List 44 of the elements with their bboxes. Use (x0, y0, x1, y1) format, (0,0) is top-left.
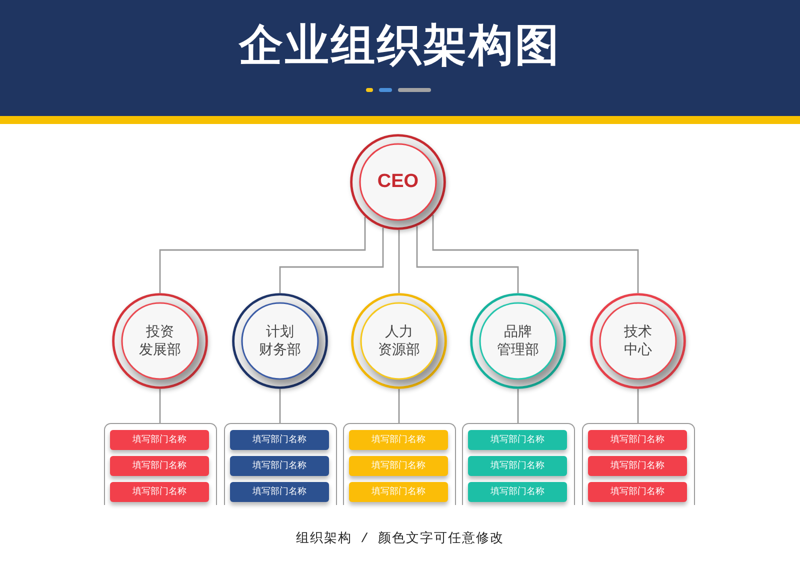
unit-box: 填写部门名称 (349, 482, 448, 502)
caption: 组织架构 / 颜色文字可任意修改 (296, 530, 504, 548)
department-label: 计划财务部 (259, 323, 301, 359)
ceo-label: CEO (377, 171, 419, 193)
unit-box: 填写部门名称 (349, 430, 448, 450)
department-circle (590, 293, 686, 389)
group-frame (224, 423, 336, 505)
unit-box: 填写部门名称 (468, 430, 567, 450)
unit-box: 填写部门名称 (468, 482, 567, 502)
unit-box: 填写部门名称 (588, 482, 687, 502)
unit-box: 填写部门名称 (349, 456, 448, 476)
department-circle (232, 293, 328, 389)
unit-box: 填写部门名称 (110, 456, 209, 476)
unit-box: 填写部门名称 (230, 482, 329, 502)
connector-line (517, 389, 519, 423)
group-frame (582, 423, 694, 505)
connector-line (416, 226, 519, 293)
department-circle (351, 293, 447, 389)
unit-box: 填写部门名称 (110, 430, 209, 450)
department-circle (470, 293, 566, 389)
department-label: 技术中心 (624, 323, 652, 359)
connector-line (637, 389, 639, 423)
department-circle (112, 293, 208, 389)
unit-box: 填写部门名称 (230, 430, 329, 450)
connector-line (432, 214, 639, 293)
group-frame (462, 423, 574, 505)
group-frame (342, 423, 456, 505)
unit-box: 填写部门名称 (588, 456, 687, 476)
department-label: 品牌管理部 (497, 323, 539, 359)
group-frame (104, 423, 216, 505)
connector-line (159, 216, 366, 293)
connector-line (398, 389, 400, 423)
unit-box: 填写部门名称 (110, 482, 209, 502)
diagram-title: 企业组织架构图 (239, 19, 561, 73)
unit-box: 填写部门名称 (588, 430, 687, 450)
unit-box: 填写部门名称 (468, 456, 567, 476)
department-label: 人力资源部 (378, 323, 420, 359)
connector-line (398, 230, 400, 293)
unit-box: 填写部门名称 (230, 456, 329, 476)
connector-line (159, 389, 161, 423)
connector-line (279, 389, 281, 423)
connector-line (279, 228, 384, 293)
department-label: 投资发展部 (139, 323, 181, 359)
ceo-circle (350, 134, 446, 230)
